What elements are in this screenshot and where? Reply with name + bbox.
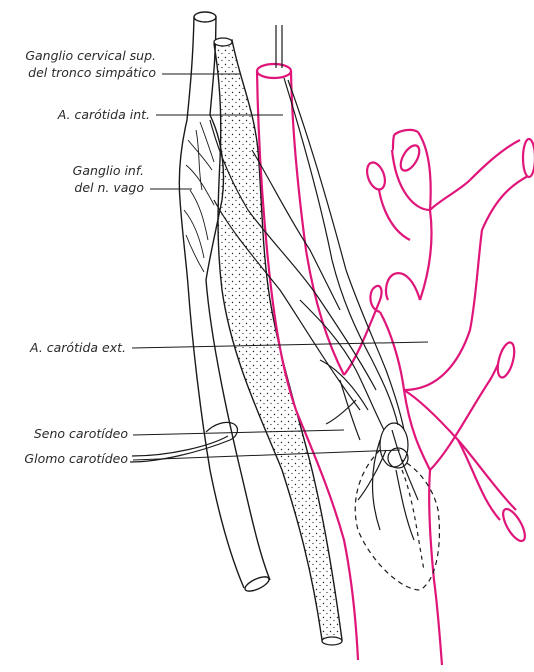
leader-seno — [133, 430, 344, 435]
label-glomo-line1: Glomo carotídeo — [24, 450, 128, 467]
nerve-branches — [130, 25, 439, 590]
label-ganglio-inf: Ganglio inf. del n. vago — [73, 162, 144, 196]
label-carotida-int-line1: A. carótida int. — [58, 106, 150, 123]
label-carotida-int: A. carótida int. — [58, 106, 150, 123]
label-seno: Seno carotídeo — [34, 425, 128, 442]
label-glomo: Glomo carotídeo — [24, 450, 128, 467]
label-ganglio-cervical-line2: del tronco simpático — [25, 64, 156, 81]
label-carotida-ext: A. carótida ext. — [30, 339, 126, 356]
carotid-arteries — [257, 64, 534, 665]
label-seno-line1: Seno carotídeo — [34, 425, 128, 442]
label-carotida-ext-line1: A. carótida ext. — [30, 339, 126, 356]
label-ganglio-cervical-line1: Ganglio cervical sup. — [25, 47, 156, 64]
label-ganglio-inf-line2: del n. vago — [73, 179, 144, 196]
label-ganglio-cervical: Ganglio cervical sup. del tronco simpáti… — [25, 47, 156, 81]
leader-glomo — [133, 450, 400, 460]
label-ganglio-inf-line1: Ganglio inf. — [73, 162, 144, 179]
